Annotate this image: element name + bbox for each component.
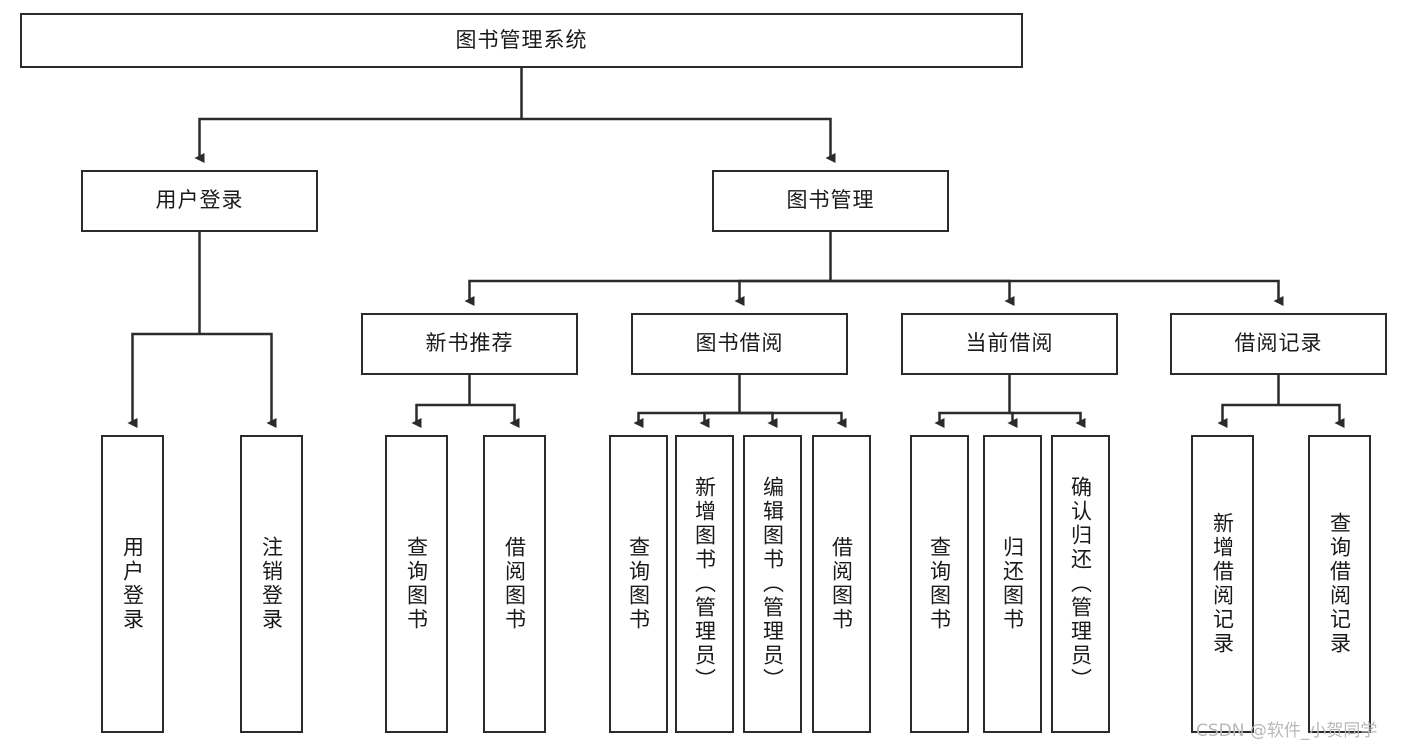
edge-book-borrow-to-leaf-borrow-query-book [633, 411, 740, 428]
node-label: 用户登录 [155, 188, 244, 213]
node-leaf-user-logout[interactable]: 注销登录 [240, 435, 303, 733]
edge-book-manage-to-book-borrow [734, 279, 831, 306]
watermark-label: CSDN @软件_小贺同学 [1196, 721, 1378, 741]
node-label: 查询图书 [927, 536, 952, 632]
node-label: 借阅记录 [1234, 331, 1323, 356]
node-label: 图书借阅 [695, 331, 784, 356]
node-root[interactable]: 图书管理系统 [20, 13, 1023, 68]
edge-book-manage-to-current-borrow [830, 279, 1015, 306]
node-label: 查询借阅记录 [1327, 512, 1352, 656]
edge-new-book-recommend-to-leaf-rec-borrow-book [469, 403, 520, 428]
node-user-login[interactable]: 用户登录 [81, 170, 318, 232]
edge-borrow-record-to-leaf-record-query [1278, 403, 1345, 428]
edge-root-to-book-manage [521, 117, 836, 163]
node-leaf-current-confirm-return[interactable]: 确认归还（管理员） [1051, 435, 1110, 733]
edge-book-manage-to-new-book-recommend [464, 279, 831, 306]
node-leaf-borrow-borrow-book[interactable]: 借阅图书 [812, 435, 871, 733]
node-label: 注销登录 [259, 536, 284, 632]
node-label: 归还图书 [1000, 536, 1025, 632]
node-leaf-record-query[interactable]: 查询借阅记录 [1308, 435, 1371, 733]
node-new-book-recommend[interactable]: 新书推荐 [361, 313, 578, 375]
node-leaf-rec-borrow-book[interactable]: 借阅图书 [483, 435, 546, 733]
node-label: 确认归还（管理员） [1068, 476, 1093, 692]
node-book-manage[interactable]: 图书管理 [712, 170, 949, 232]
edge-user-login-to-leaf-user-logout [199, 332, 277, 428]
edge-new-book-recommend-to-leaf-rec-query-book [411, 403, 470, 428]
node-label: 用户登录 [120, 536, 145, 632]
node-leaf-current-query-book[interactable]: 查询图书 [910, 435, 969, 733]
node-label: 当前借阅 [965, 331, 1054, 356]
node-leaf-current-return-book[interactable]: 归还图书 [983, 435, 1042, 733]
edge-book-borrow-to-leaf-borrow-add-book [699, 411, 740, 428]
edge-current-borrow-to-leaf-current-return-book [1007, 411, 1018, 428]
node-label: 图书管理系统 [455, 27, 588, 52]
node-label: 查询图书 [626, 536, 651, 632]
node-leaf-borrow-query-book[interactable]: 查询图书 [609, 435, 668, 733]
node-label: 借阅图书 [829, 536, 854, 632]
node-current-borrow[interactable]: 当前借阅 [901, 313, 1118, 375]
node-label: 新增借阅记录 [1210, 512, 1235, 656]
node-label: 图书管理 [786, 188, 875, 213]
edge-current-borrow-to-leaf-current-query-book [934, 411, 1010, 428]
edge-user-login-to-leaf-user-login [127, 332, 200, 428]
node-borrow-record[interactable]: 借阅记录 [1170, 313, 1387, 375]
edge-book-borrow-to-leaf-borrow-edit-book [739, 411, 778, 428]
node-label: 查询图书 [404, 536, 429, 632]
node-book-borrow[interactable]: 图书借阅 [631, 313, 848, 375]
edge-book-borrow-to-leaf-borrow-borrow-book [739, 411, 847, 428]
edge-book-manage-to-borrow-record [830, 279, 1284, 306]
node-label: 编辑图书（管理员） [760, 476, 785, 692]
node-leaf-record-add[interactable]: 新增借阅记录 [1191, 435, 1254, 733]
edge-borrow-record-to-leaf-record-add [1217, 403, 1279, 428]
node-label: 新书推荐 [425, 331, 514, 356]
node-label: 借阅图书 [502, 536, 527, 632]
node-leaf-borrow-edit-book[interactable]: 编辑图书（管理员） [743, 435, 802, 733]
node-leaf-rec-query-book[interactable]: 查询图书 [385, 435, 448, 733]
edge-root-to-user-login [194, 117, 522, 163]
node-leaf-user-login[interactable]: 用户登录 [101, 435, 164, 733]
edge-current-borrow-to-leaf-current-confirm-return [1009, 411, 1086, 428]
node-leaf-borrow-add-book[interactable]: 新增图书（管理员） [675, 435, 734, 733]
node-label: 新增图书（管理员） [692, 476, 717, 692]
